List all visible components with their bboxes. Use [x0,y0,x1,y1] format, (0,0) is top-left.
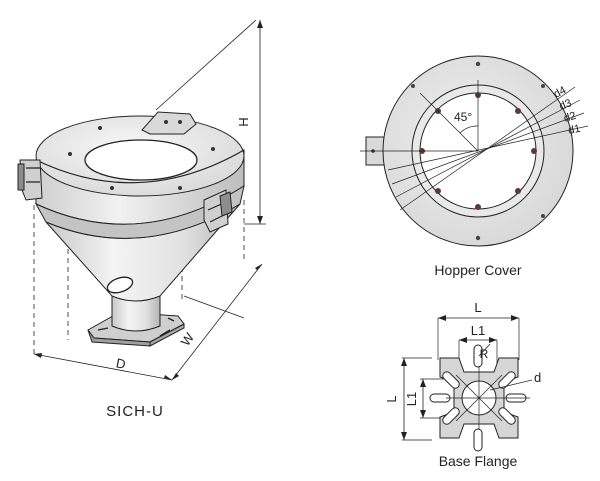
cover-centerlines [360,80,479,152]
left-clamp-latch [17,159,43,201]
dim-label-w: W [178,329,198,348]
dimension-d [33,353,173,381]
hopper-cover-view [360,55,589,247]
flange-arrowheads [401,315,519,440]
lid-bolts [68,126,215,190]
label-d2: d2 [562,110,577,125]
flange-dim-l1-top: L1 [471,323,485,338]
cover-bolt-holes [411,61,545,241]
dimension-h [155,19,266,225]
flange-centerlines [446,366,533,430]
flange-dim-l1-side: L1 [404,392,419,406]
hopper-outlet [111,295,161,332]
cover-caption: Hopper Cover [434,262,521,278]
flange-dim-l-top: L [474,300,481,315]
cover-diameter-labels: d4 d3 d2 d1 [552,84,582,137]
label-d3: d3 [558,97,574,113]
cover-diameter-lines [387,86,589,211]
lid-inlet-opening [84,139,198,181]
flange-dim-l-side: L [384,395,399,402]
sight-window [106,276,134,294]
dim-label-h: H [236,117,251,126]
lid-tab [141,111,197,135]
hopper-drawing [17,19,266,381]
label-d4: d4 [552,84,568,100]
cover-angle-label: 45° [454,110,472,124]
hopper-caption: SICH-U [106,403,164,420]
flange-dim-r: R [480,347,489,361]
flange-caption: Base Flange [439,453,518,469]
dimension-w [171,263,263,381]
base-flange-view [401,315,533,452]
label-d1: d1 [567,123,581,137]
dim-label-d: D [115,355,127,372]
flange-dim-d: d [534,370,541,385]
right-clamp-latch [203,189,233,233]
